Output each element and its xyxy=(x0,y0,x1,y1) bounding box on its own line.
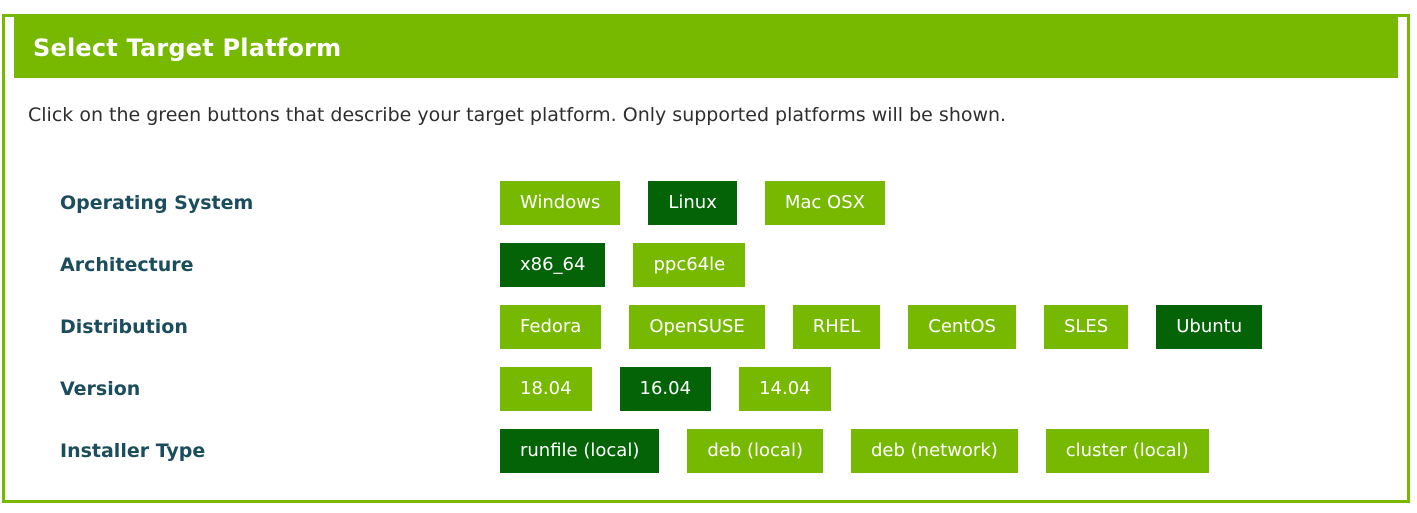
platform-row-operating-system: Operating System Windows Linux Mac OSX xyxy=(5,181,1407,225)
platform-rows: Operating System Windows Linux Mac OSX Archi… xyxy=(5,181,1407,473)
installer-type-button-runfile-local[interactable]: runfile (local) xyxy=(500,429,660,473)
panel-header: Select Target Platform xyxy=(14,17,1398,78)
row-options-architecture: x86_64 ppc64le xyxy=(500,243,773,287)
row-options-operating-system: Windows Linux Mac OSX xyxy=(500,181,913,225)
row-options-installer-type: runfile (local) deb (local) deb (network) c… xyxy=(500,429,1237,473)
distribution-button-rhel[interactable]: RHEL xyxy=(792,305,881,349)
select-target-platform-panel: Select Target Platform Click on the gree… xyxy=(2,14,1410,503)
version-button-18-04[interactable]: 18.04 xyxy=(500,367,592,411)
operating-system-button-mac-osx[interactable]: Mac OSX xyxy=(764,181,885,225)
architecture-button-ppc64le[interactable]: ppc64le xyxy=(633,243,746,287)
row-label-architecture: Architecture xyxy=(60,254,194,276)
version-button-16-04[interactable]: 16.04 xyxy=(619,367,712,411)
distribution-button-ubuntu[interactable]: Ubuntu xyxy=(1156,305,1263,349)
row-label-version: Version xyxy=(60,378,141,400)
installer-type-button-deb-network[interactable]: deb (network) xyxy=(850,429,1018,473)
instruction-text: Click on the green buttons that describe… xyxy=(28,104,1007,126)
platform-row-installer-type: Installer Type runfile (local) deb (local)… xyxy=(5,429,1407,473)
operating-system-button-windows[interactable]: Windows xyxy=(500,181,621,225)
version-button-14-04[interactable]: 14.04 xyxy=(739,367,831,411)
architecture-button-x86-64[interactable]: x86_64 xyxy=(500,243,606,287)
platform-row-version: Version 18.04 16.04 14.04 xyxy=(5,367,1407,411)
row-label-operating-system: Operating System xyxy=(60,192,254,214)
platform-row-distribution: Distribution Fedora OpenSUSE RHEL CentOS SLES… xyxy=(5,305,1407,349)
distribution-button-opensuse[interactable]: OpenSUSE xyxy=(629,305,765,349)
row-options-distribution: Fedora OpenSUSE RHEL CentOS SLES Ubuntu xyxy=(500,305,1290,349)
distribution-button-centos[interactable]: CentOS xyxy=(908,305,1016,349)
installer-type-button-deb-local[interactable]: deb (local) xyxy=(687,429,823,473)
distribution-button-sles[interactable]: SLES xyxy=(1043,305,1129,349)
row-label-installer-type: Installer Type xyxy=(60,440,206,462)
row-options-version: 18.04 16.04 14.04 xyxy=(500,367,859,411)
row-label-distribution: Distribution xyxy=(60,316,188,338)
panel-title: Select Target Platform xyxy=(33,33,342,62)
installer-type-button-cluster-local[interactable]: cluster (local) xyxy=(1045,429,1209,473)
platform-row-architecture: Architecture x86_64 ppc64le xyxy=(5,243,1407,287)
operating-system-button-linux[interactable]: Linux xyxy=(648,181,737,225)
distribution-button-fedora[interactable]: Fedora xyxy=(500,305,602,349)
